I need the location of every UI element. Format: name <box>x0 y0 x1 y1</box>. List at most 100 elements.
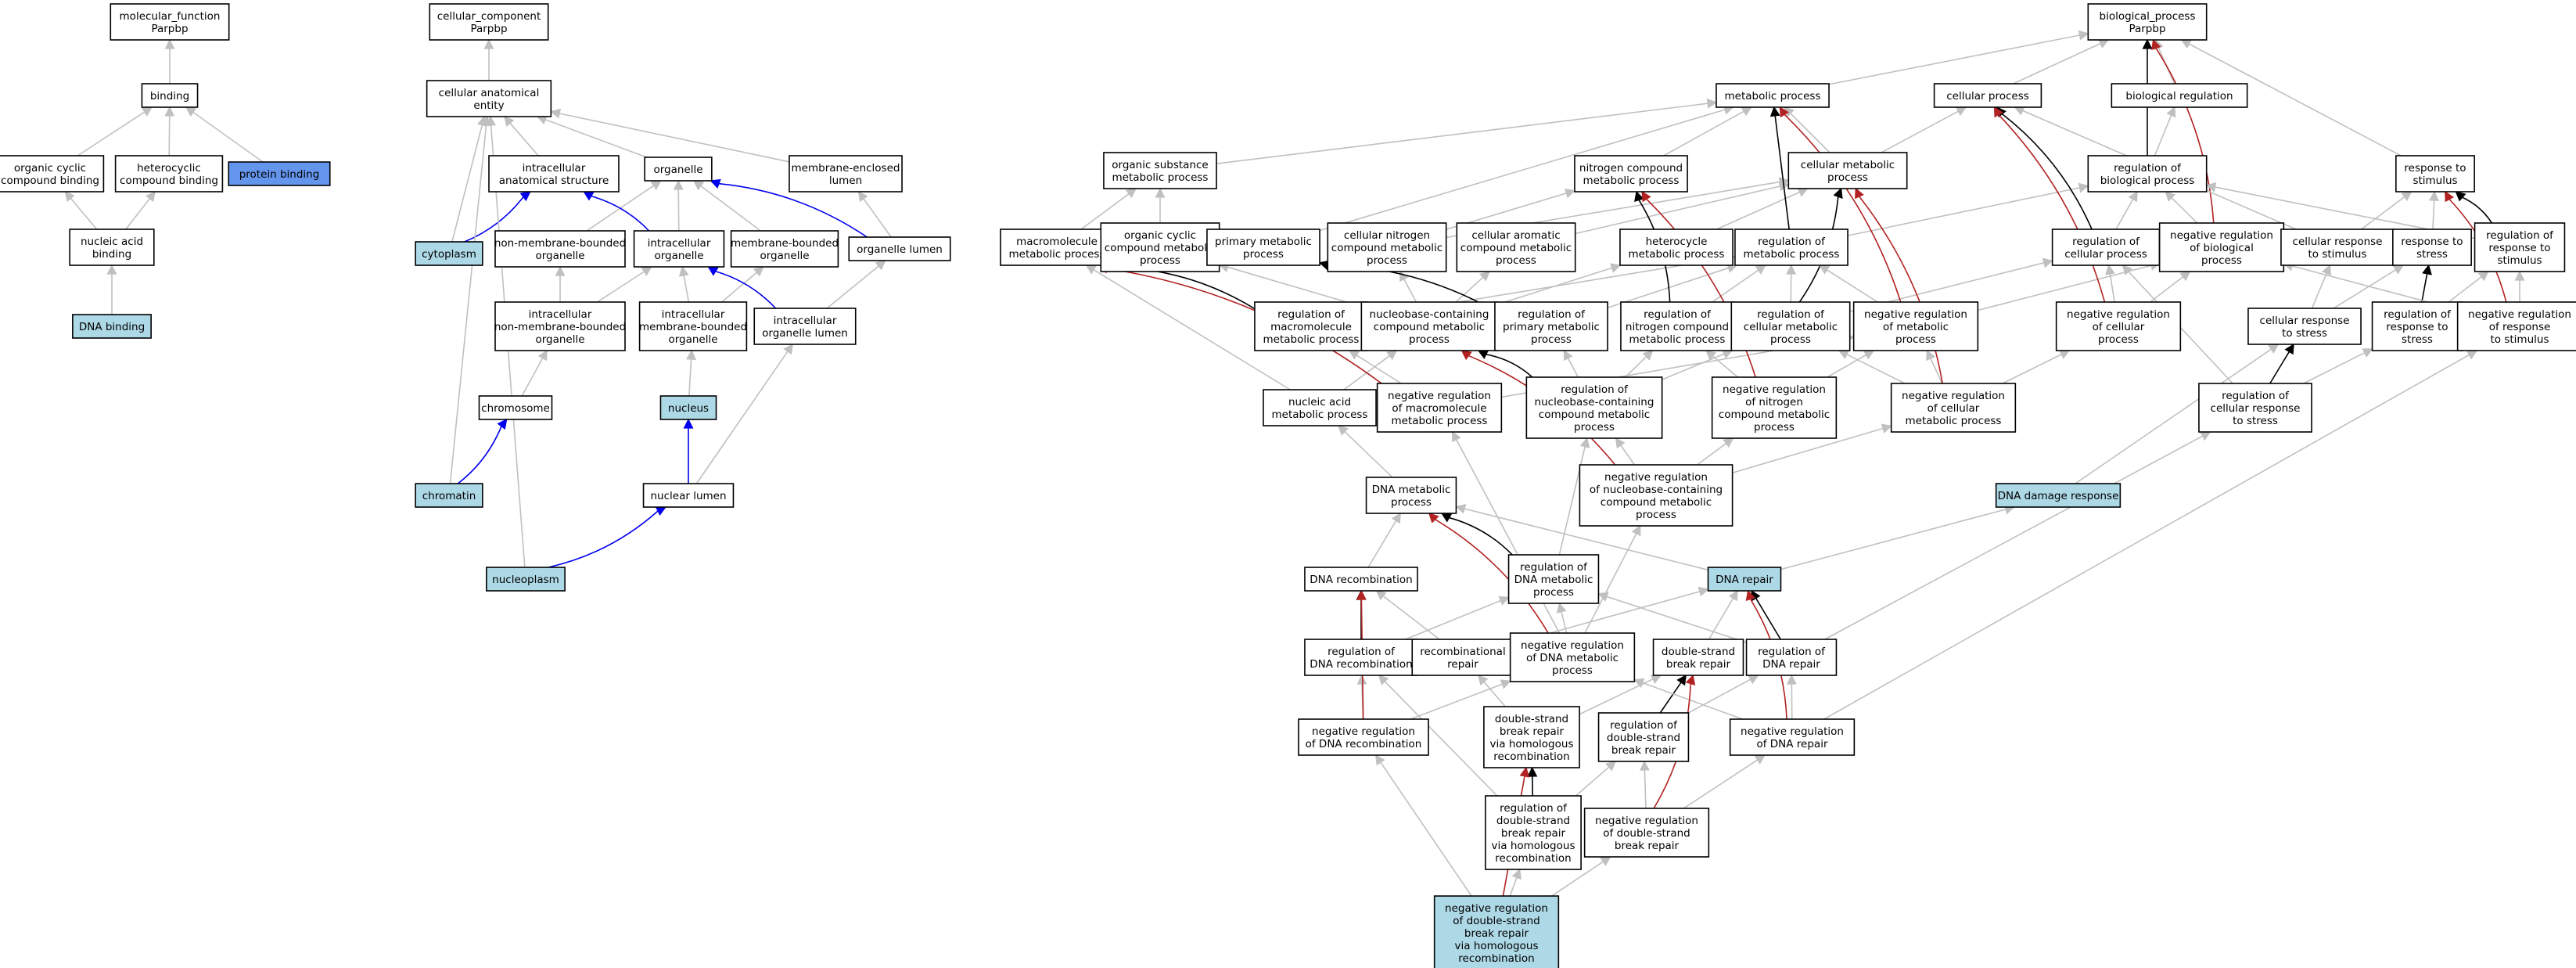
term-box[interactable] <box>1933 83 2042 108</box>
term-box[interactable] <box>730 230 839 268</box>
term-box[interactable] <box>110 3 230 41</box>
term-box[interactable] <box>2474 222 2566 272</box>
term-box[interactable] <box>1254 301 1368 351</box>
term-box[interactable] <box>2055 301 2182 351</box>
go-term-nucleoplasm[interactable]: nucleoplasm <box>486 567 566 592</box>
go-term-regulation-of-nucleobase-containing-compound-metabolic-process[interactable]: regulation ofnucleobase-containingcompou… <box>1525 376 1663 439</box>
go-term-dna-repair[interactable]: DNA repair <box>1707 567 1782 592</box>
term-box[interactable] <box>1716 83 1830 108</box>
term-box[interactable] <box>1579 464 1734 527</box>
go-term-dna-damage-response[interactable]: DNA damage response <box>1995 483 2122 508</box>
go-term-binding[interactable]: binding <box>141 83 199 108</box>
term-box[interactable] <box>228 161 331 186</box>
term-box[interactable] <box>1707 567 1782 592</box>
go-term-chromosome[interactable]: chromosome <box>478 395 553 420</box>
term-box[interactable] <box>2158 222 2285 272</box>
go-term-nucleus[interactable]: nucleus <box>659 395 717 420</box>
term-box[interactable] <box>1890 383 2017 433</box>
go-term-cellular-process[interactable]: cellular process <box>1933 83 2042 108</box>
go-term-dna-recombination[interactable]: DNA recombination <box>1304 567 1418 592</box>
term-box[interactable] <box>2392 229 2472 266</box>
term-box[interactable] <box>1376 383 1503 433</box>
term-box[interactable] <box>1597 712 1690 762</box>
term-box[interactable] <box>1525 376 1663 439</box>
term-box[interactable] <box>2371 301 2463 351</box>
term-box[interactable] <box>1711 376 1838 439</box>
term-box[interactable] <box>1327 222 1447 272</box>
term-box[interactable] <box>1485 795 1582 870</box>
term-box[interactable] <box>1652 639 1744 676</box>
term-box[interactable] <box>1263 389 1377 426</box>
term-box[interactable] <box>494 301 626 351</box>
term-box[interactable] <box>1583 808 1710 858</box>
term-box[interactable] <box>1298 718 1429 756</box>
term-box[interactable] <box>789 155 903 193</box>
term-box[interactable] <box>1304 639 1418 676</box>
term-box[interactable] <box>633 230 725 268</box>
term-box[interactable] <box>2111 83 2248 108</box>
term-box[interactable] <box>1507 554 1600 604</box>
term-box[interactable] <box>1206 229 1320 266</box>
term-box[interactable] <box>1304 567 1418 592</box>
term-box[interactable] <box>1787 152 1908 189</box>
term-box[interactable] <box>1619 229 1734 266</box>
term-box[interactable] <box>1745 639 1838 676</box>
term-box[interactable] <box>644 157 713 182</box>
term-box[interactable] <box>848 236 951 261</box>
term-box[interactable] <box>415 483 483 508</box>
term-box[interactable] <box>2280 229 2395 266</box>
go-term-chromatin[interactable]: chromatin <box>415 483 483 508</box>
term-box[interactable] <box>1729 718 1856 756</box>
term-box[interactable] <box>415 241 483 266</box>
term-box[interactable] <box>753 308 857 345</box>
go-term-intracellular-non-membrane-bounded-organelle[interactable]: intracellularnon-membrane-boundedorganel… <box>494 301 626 351</box>
term-box[interactable] <box>494 230 626 268</box>
term-box[interactable] <box>1852 301 1979 351</box>
term-box[interactable] <box>1734 229 1848 266</box>
term-box[interactable] <box>1494 301 1608 351</box>
term-box[interactable] <box>1103 152 1217 189</box>
term-box[interactable] <box>642 483 735 508</box>
